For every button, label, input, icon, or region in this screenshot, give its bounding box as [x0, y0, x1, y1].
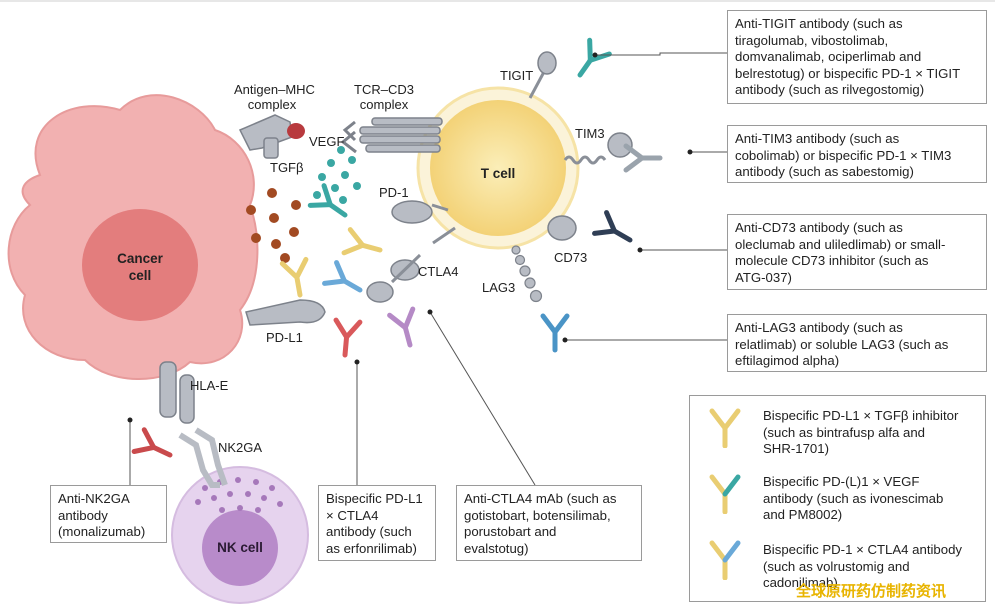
tim3-label: TIM3 [575, 126, 605, 141]
leader-lines [129, 52, 727, 486]
bispecific-pdl1-ctla4-antibody [333, 320, 360, 356]
tcr-cd3-complex [340, 117, 443, 154]
hla-e [159, 361, 195, 424]
lag3-label: LAG3 [482, 280, 516, 295]
anti-lag3-antibody [543, 316, 567, 350]
legend-item-pd1-ctla4: Bispecific PD-1 × CTLA4 antibody(such as… [763, 542, 963, 590]
anti-ctla4-antibody [390, 309, 422, 348]
ctla4-label: CTLA4 [418, 264, 459, 279]
leader-dots [127, 52, 693, 423]
pdl1-ligand [245, 299, 326, 326]
cancer-cell [7, 94, 259, 380]
antigen-mhc-complex [238, 114, 305, 159]
ctla4-receptor [366, 226, 456, 303]
legend-icon-pdl1-vegf [709, 474, 741, 514]
lag3-receptor [511, 245, 543, 303]
t-cell [416, 86, 580, 250]
anti-tim3-antibody [626, 146, 660, 170]
nk-cell-label: NK cell [217, 540, 263, 555]
legend-item-pdl1-tgfb: Bispecific PD-L1 × TGFβ inhibitor(such a… [763, 408, 959, 456]
t-cell-label: T cell [480, 166, 516, 181]
vegf-label: VEGF [309, 134, 345, 149]
hla-e-label: HLA-E [190, 378, 229, 393]
pdl1-label: PD-L1 [266, 330, 303, 345]
cd73-receptor [547, 215, 577, 241]
tigit-label: TIGIT [500, 68, 534, 83]
anti-tigit-antibody [570, 40, 609, 82]
legend-icon-pd1-ctla4 [709, 540, 741, 580]
bispecific-pd1-ctla4-antibody-2 [325, 263, 366, 301]
tigit-receptor [528, 51, 557, 99]
nk2ga-label: NK2GA [218, 440, 263, 455]
anti-cd73-antibody [595, 213, 636, 251]
pd1-label: PD-1 [379, 185, 409, 200]
tgfb-molecules [246, 188, 301, 263]
anti-nk2ga-antibody [134, 430, 175, 466]
tgfb-label: TGFβ [270, 160, 304, 175]
nk-cell [171, 466, 309, 604]
bispecific-pd1-ctla4-antibody [344, 230, 383, 262]
nk2ga-receptor [178, 427, 228, 488]
legend-icon-pdl1-tgfb [709, 408, 741, 448]
watermark: 全球原研药仿制药资讯 [796, 582, 947, 600]
pd1-receptor [391, 200, 449, 224]
vegf-molecules [313, 146, 361, 204]
tim3-receptor [563, 132, 633, 165]
bispecific-pdl1-tgfb-antibody [282, 259, 312, 297]
cd73-label: CD73 [554, 250, 588, 265]
legend-box: Bispecific PD-L1 × TGFβ inhibitor(such a… [689, 395, 986, 602]
